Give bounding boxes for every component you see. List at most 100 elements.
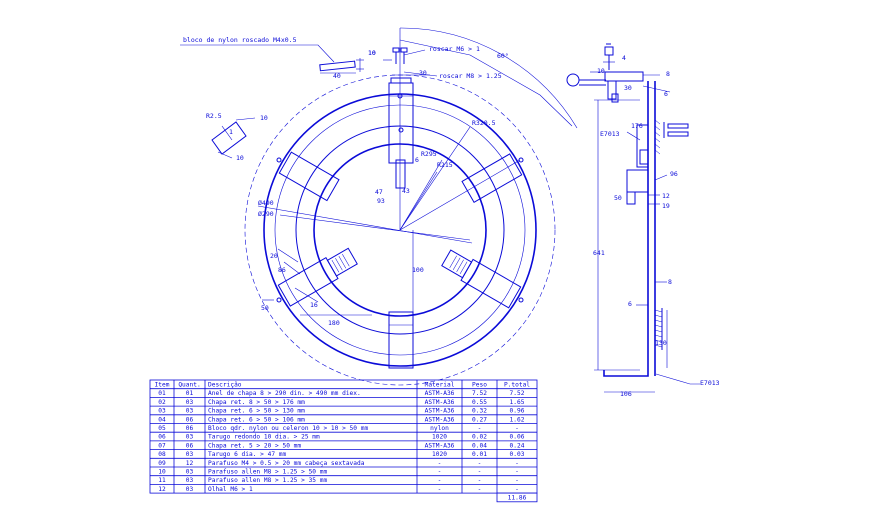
table-cell: - [438,486,442,493]
table-cell: Tarugo 6 dia. > 47 mm [208,451,287,458]
table-total-cell [496,492,538,503]
table-cell: 1020 [432,434,447,441]
dim-6-label: 6 [415,156,419,164]
table-header-cell: P.total [504,382,530,389]
bottom-foot [603,368,649,377]
table-cell: ASTM-A36 [425,399,455,406]
radius-320-label: R320.5 [472,119,496,127]
table-cell: 0.06 [510,434,525,441]
table-cell: - [515,460,519,467]
table-header-cell: Peso [472,382,487,389]
lug-upper-right [461,153,523,203]
pin-letter: 1 [229,128,233,136]
table-cell: - [478,486,482,493]
angle-arc-leader [399,39,573,127]
table-cell: - [438,477,442,484]
top-dim-10: 10 [368,49,376,57]
table-cell: ASTM-A36 [425,416,455,423]
table-cell: Chapa ret. 8 > 50 > 176 mm [208,399,305,406]
side-dim-19: 19 [662,202,670,210]
table-frame [149,379,538,494]
table-cell: 7.52 [472,390,487,397]
table-header-cell: Material [425,382,455,389]
table-header-cell: Quant. [178,382,200,389]
eye-bolt-icon [566,73,580,87]
side-dim-6: 6 [664,90,668,98]
side-dim-130: 130 [655,339,667,347]
dim-180-label: 180 [328,319,340,327]
table-cell: 02 [158,399,166,406]
table-cell: 03 [186,451,194,458]
table-cell: - [478,477,482,484]
table-cell: - [478,469,482,476]
table-cell: 0.02 [472,434,487,441]
table-cell: 0.27 [472,416,487,423]
table-cell: Parafuso allen M8 > 1.25 > 50 mm [208,469,327,476]
side-dim-96: 96 [670,170,678,178]
pin-dim-a: 10 [260,114,268,122]
side-dim-106: 106 [620,390,632,398]
pin-dim-b: 10 [236,154,244,162]
table-cell: - [478,425,482,432]
table-cell: 1.62 [510,416,525,423]
table-cell: 03 [186,399,194,406]
table-cell: 09 [158,460,166,467]
table-cell: 03 [186,486,194,493]
radius-label: R2.5 [206,112,222,120]
table-header-cell: Item [155,382,170,389]
thread-m8-label: roscar M8 > 1.25 [439,72,502,80]
diameter-line-290 [279,214,471,241]
table-cell: 03 [186,469,194,476]
side-dim-176: 176 [631,122,643,130]
table-cell: Olhal M6 > 1 [208,486,253,493]
table-cell: 0.55 [472,399,487,406]
side-elevation-view: 4 10 8 30 6 E7013 176 96 [566,43,720,398]
nylon-block-label: bloco de nylon roscado M4x0.5 [183,36,297,44]
lug-lower-right [441,249,522,309]
table-cell: 0.01 [472,451,487,458]
table-cell: 1020 [432,451,447,458]
block-thickness-dim: 10 [368,49,376,57]
lug-top [388,82,414,189]
side-dim-12: 12 [662,192,670,200]
angle-arc [399,27,578,129]
table-cell: 07 [158,442,166,449]
side-dim-641: 641 [593,249,605,257]
table-cell: 1.65 [510,399,525,406]
bottom-weld-label: E7013 [700,379,720,387]
table-cell: 10 [158,469,166,476]
table-cell: ASTM-A36 [425,408,455,415]
table-cell: 06 [186,416,194,423]
pin-detail: R2.5 1 10 10 [206,112,268,162]
table-cell: 06 [186,425,194,432]
diameter-290-label: Ø290 [258,210,274,218]
table-cell: nylon [430,425,449,432]
table-cell: - [438,460,442,467]
top-dim-30: 30 [419,69,427,77]
radius-295-label: R295 [421,150,437,158]
table-cell: Chapa ret. 5 > 20 > 50 mm [208,442,301,449]
diameter-490-label: Ø490 [258,199,274,207]
table-cell: 0.32 [472,408,487,415]
table-cell: 03 [186,477,194,484]
lug-bottom [388,311,414,369]
dim-100-label: 100 [412,266,424,274]
table-cell: Chapa ret. 6 > 50 > 130 mm [208,408,305,415]
diameter-line-490 [257,205,473,244]
dim-16-label: 16 [310,301,318,309]
table-cell: 0.96 [510,408,525,415]
lug-lower-left [277,247,358,307]
screw-icons [390,47,412,84]
table-cell: 03 [186,434,194,441]
nylon-block-detail: bloco de nylon roscado M4x0.5 10 40 [180,36,376,80]
table-cell: ASTM-A36 [425,442,455,449]
table-cell: 0.03 [510,451,525,458]
table-cell: 01 [186,390,194,397]
table-cell: 04 [158,416,166,423]
table-cell: - [515,477,519,484]
side-dim-30: 30 [624,84,632,92]
table-cell: - [515,425,519,432]
table-cell: - [478,460,482,467]
